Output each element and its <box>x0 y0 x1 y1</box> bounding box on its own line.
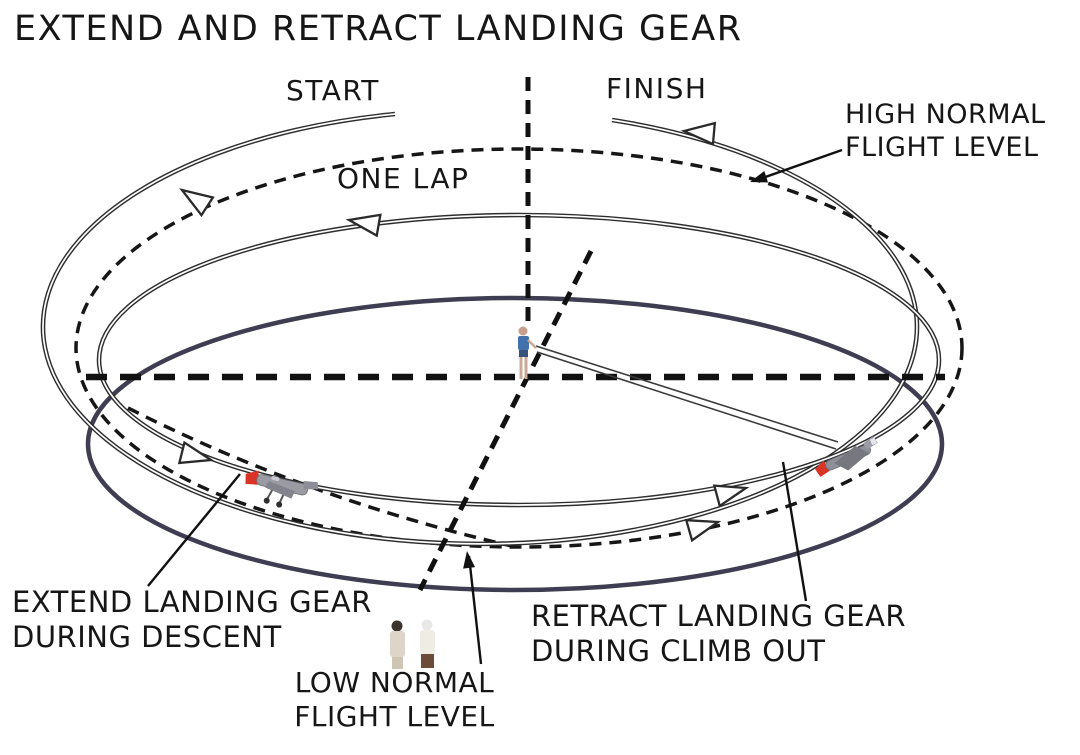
start-label: START <box>286 74 380 107</box>
base-circle <box>85 295 945 593</box>
two-spectator-figures <box>390 619 435 669</box>
direction-arrow-top-left <box>179 188 215 218</box>
direction-arrow-finish <box>680 121 717 146</box>
retract-label-leader <box>781 461 808 602</box>
retract-line1: RETRACT LANDING GEAR <box>531 599 907 633</box>
extend-landing-gear-label: EXTEND LANDING GEAR DURING DESCENT <box>12 585 372 656</box>
high-level-line2: FLIGHT LEVEL <box>845 131 1039 163</box>
low-level-arrowhead <box>463 551 476 569</box>
flight-path-low-lap <box>96 212 942 508</box>
normal-flight-level-dashed-ellipse <box>74 147 964 549</box>
flight-path-outer-turn-core <box>42 113 918 545</box>
direction-arrow-climb-outer <box>684 518 722 543</box>
low-level-leader <box>467 555 483 665</box>
one-lap-label: ONE LAP <box>337 162 470 195</box>
control-lines <box>535 345 839 450</box>
direction-arrow-inner-top <box>345 213 382 238</box>
flight-direction-arrows <box>177 121 750 543</box>
diagram-title: EXTEND AND RETRACT LANDING GEAR <box>14 9 743 49</box>
retract-landing-gear-label: RETRACT LANDING GEAR DURING CLIMB OUT <box>531 599 906 670</box>
low-level-line2: FLIGHT LEVEL <box>294 700 495 734</box>
finish-label: FINISH <box>606 72 708 105</box>
airplane-climbing-icon <box>815 436 878 477</box>
low-normal-flight-level-label: LOW NORMAL FLIGHT LEVEL <box>272 666 517 734</box>
high-level-line1: HIGH NORMAL <box>845 99 1046 130</box>
direction-arrow-bottom-left <box>177 440 215 465</box>
high-normal-flight-level-label: HIGH NORMAL FLIGHT LEVEL <box>845 99 1046 165</box>
high-level-arrowhead <box>750 171 769 183</box>
leader-arrowheads <box>463 171 769 569</box>
extend-line2: DURING DESCENT <box>12 620 282 655</box>
retract-line2: DURING CLIMB OUT <box>531 634 826 669</box>
label-leader-lines <box>147 148 843 665</box>
flight-path-low-lap-core <box>98 214 940 506</box>
extend-line1: EXTEND LANDING GEAR <box>12 585 372 619</box>
pilot-in-circle-center-figure <box>518 326 537 379</box>
diagonal-dashed-line <box>417 249 594 592</box>
high-level-leader <box>753 148 843 183</box>
extend-label-leader <box>147 473 241 587</box>
airplane-descending-gear-extended-icon <box>245 470 319 508</box>
low-level-line1: LOW NORMAL <box>294 666 495 699</box>
direction-arrow-climb-inner <box>712 484 750 508</box>
